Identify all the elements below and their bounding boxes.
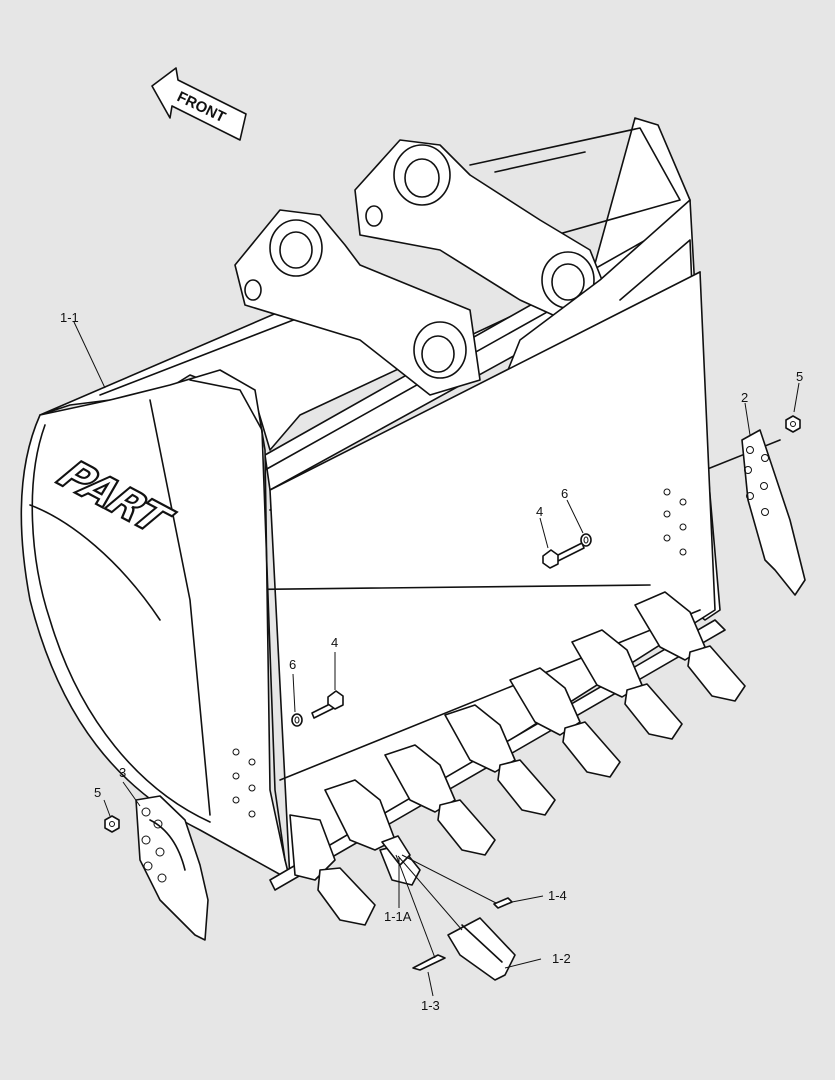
exploded-tooth-point [447, 917, 516, 981]
front-direction-arrow: FRONT [151, 67, 247, 141]
nut-left [104, 815, 120, 833]
adapter-nose [381, 835, 411, 866]
callout-2: 2 [741, 390, 748, 405]
callout-1-2: 1-2 [552, 951, 571, 966]
callout-labels: 1-1 2 5 4 6 4 6 3 5 1-1A 1-4 1-2 1-3 [60, 310, 803, 1013]
tooth-1 [289, 814, 376, 926]
bolt-right [542, 542, 585, 569]
tooth-5 [509, 667, 621, 778]
mount-holes-right [663, 488, 687, 556]
mount-holes-left [232, 748, 256, 818]
callout-1-1: 1-1 [60, 310, 79, 325]
bolt-left [311, 690, 344, 719]
tooth-3 [384, 744, 496, 856]
tooth-7 [634, 591, 746, 702]
callout-1-3: 1-3 [421, 998, 440, 1013]
callout-1-1a: 1-1A [384, 909, 412, 924]
nut-right [785, 415, 801, 433]
mounting-lugs [234, 139, 611, 396]
bucket-teeth [289, 591, 746, 926]
callout-6-left: 6 [289, 657, 296, 672]
side-cutter-right [741, 429, 806, 596]
tooth-4 [444, 704, 556, 816]
washer-left [291, 713, 303, 727]
callout-5-right: 5 [796, 369, 803, 384]
callout-1-4: 1-4 [548, 888, 567, 903]
callout-4-right: 4 [536, 504, 543, 519]
exploded-lock-pin [412, 954, 446, 971]
side-cutter-left [135, 795, 209, 941]
washer-right [580, 533, 592, 547]
callout-3: 3 [119, 765, 126, 780]
callout-4-left: 4 [331, 635, 338, 650]
leader-lines [73, 321, 800, 997]
callout-5-left: 5 [94, 785, 101, 800]
tooth-6 [571, 629, 683, 740]
bucket-bowl [199, 271, 716, 881]
callout-6-right: 6 [561, 486, 568, 501]
exploded-retainer [493, 897, 513, 909]
